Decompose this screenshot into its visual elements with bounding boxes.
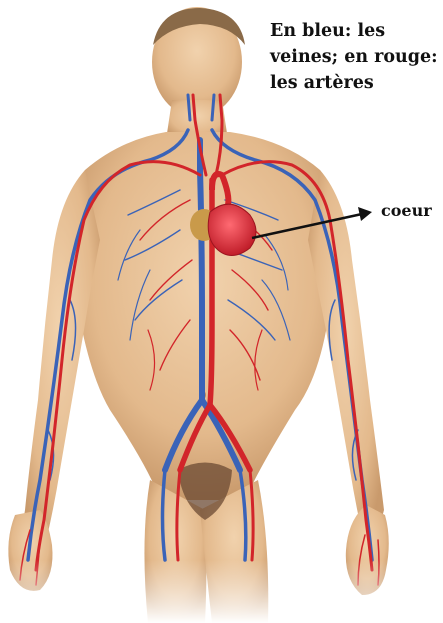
- body-silhouette: [8, 7, 388, 623]
- legend-line: veines; en rouge:: [270, 44, 442, 70]
- color-legend-caption: En bleu: les veines; en rouge: les artèr…: [270, 18, 442, 96]
- legend-line: En bleu: les: [270, 18, 442, 44]
- heart-label: coeur: [381, 201, 432, 220]
- legend-line: les artères: [270, 70, 442, 96]
